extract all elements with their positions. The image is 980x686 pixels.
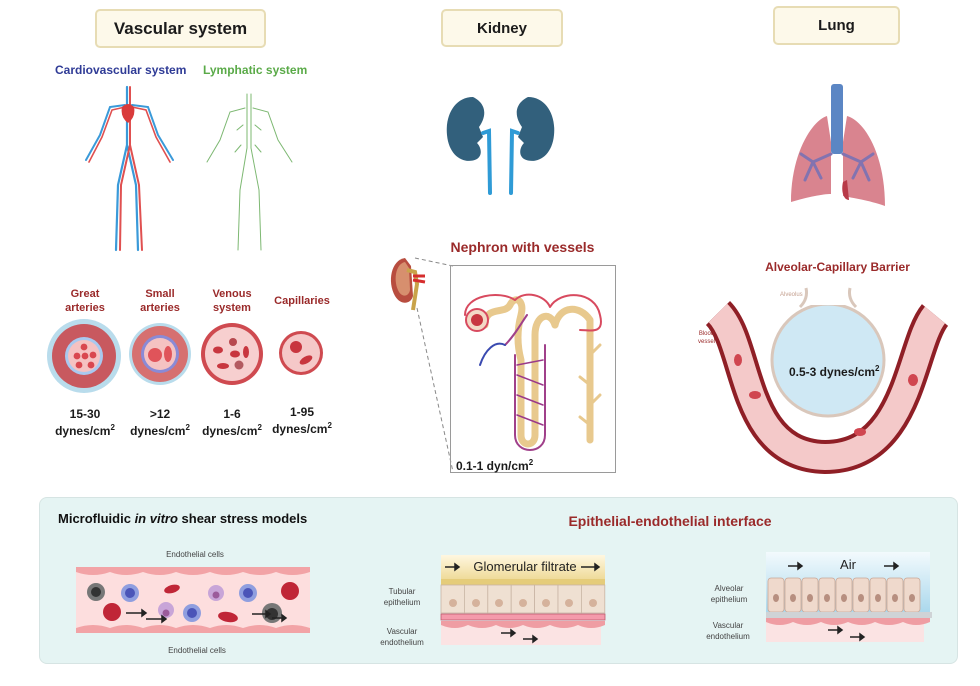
alveolus-label: Alveolus xyxy=(780,292,803,298)
blood-vessel-label-line2: vessel xyxy=(698,339,716,345)
alveolar-capillary-diagram xyxy=(704,285,950,475)
capillaries-label-line1: Capillaries xyxy=(274,295,330,307)
kidney-vascular-endothelium-label: Vascular endothelium xyxy=(369,626,435,648)
lung-title: Lung xyxy=(818,17,855,34)
glomerular-filtrate-label: Glomerular filtrate xyxy=(473,559,577,574)
nephron-diagram xyxy=(464,293,602,451)
great-arteries-label-line1: Great xyxy=(70,288,100,300)
nephron-shear-value: 0.1-1 dyn/cm2 xyxy=(456,456,533,473)
tubular-epithelium-line2: epithelium xyxy=(383,598,421,607)
alveolar-shear-value: 0.5-3 dynes/cm2 xyxy=(789,362,880,379)
lymphatic-body-figure xyxy=(206,93,293,251)
small-arteries-shear-unit: dynes/cm2 xyxy=(120,421,200,438)
lungs-icon xyxy=(791,84,885,206)
vascular-endothelium-line1: Vascular xyxy=(712,621,744,630)
unit-text: dynes/cm xyxy=(130,424,186,438)
vascular-endothelium-line1: Vascular xyxy=(386,627,418,636)
capillaries-shear-unit: dynes/cm2 xyxy=(262,419,342,436)
alveolar-epithelium-line2: epithelium xyxy=(710,595,748,604)
tubular-epithelium-line1: Tubular xyxy=(388,587,416,596)
blood-vessel-label: Blood vessel xyxy=(698,330,715,346)
microfluidic-vessel-channel xyxy=(76,567,310,633)
unit-text: dynes/cm xyxy=(272,422,328,436)
capillary-cross-section xyxy=(279,331,323,375)
great-arteries-shear-unit: dynes/cm2 xyxy=(45,421,125,438)
capillaries-shear-value: 1-95 dynes/cm2 xyxy=(262,405,342,436)
vascular-endothelium-line2: endothelium xyxy=(380,638,424,647)
alveolar-shear-text: 0.5-3 dynes/cm xyxy=(789,365,876,379)
unit-exponent: 2 xyxy=(528,458,534,467)
microfluidic-title-pre: Microfluidic xyxy=(58,511,135,526)
nephron-title: Nephron with vessels xyxy=(450,239,595,255)
tubular-epithelium-label: Tubular epithelium xyxy=(372,586,432,608)
epithelial-endothelial-interface-title: Epithelial-endothelial interface xyxy=(568,513,772,529)
venous-shear-value: 1-6 dynes/cm2 xyxy=(192,407,272,438)
alveolar-capillary-barrier-title: Alveolar-Capillary Barrier xyxy=(765,260,910,274)
unit-exponent: 2 xyxy=(327,421,332,430)
small-arteries-shear-number: >12 xyxy=(149,407,171,421)
unit-text: dynes/cm xyxy=(55,424,111,438)
microfluidic-title-italic: in vitro xyxy=(134,511,178,526)
venous-system-label-line1: Venous xyxy=(212,288,252,300)
kidney-title: Kidney xyxy=(476,19,527,37)
venous-cross-section xyxy=(201,323,263,385)
venous-system-label-line2: system xyxy=(213,302,251,314)
small-artery-cross-section xyxy=(129,323,191,385)
kidney-section-icon xyxy=(390,258,426,311)
great-arteries-shear-value: 15-30 dynes/cm2 xyxy=(45,407,125,438)
nephron-diagram-frame xyxy=(450,265,616,473)
air-label: Air xyxy=(840,557,856,572)
endothelial-cells-bottom-label: Endothelial cells xyxy=(168,646,226,655)
venous-shear-number: 1-6 xyxy=(223,407,241,421)
unit-text: dynes/cm xyxy=(202,424,258,438)
small-arteries-shear-value: >12 dynes/cm2 xyxy=(120,407,200,438)
lung-interface-model xyxy=(766,552,932,642)
great-artery-cross-section xyxy=(47,319,121,393)
unit-exponent: 2 xyxy=(875,364,880,373)
nephron-shear-text: 0.1-1 dyn/cm xyxy=(456,459,529,473)
unit-exponent: 2 xyxy=(185,423,190,432)
lung-title-box: Lung xyxy=(773,6,900,45)
capillaries-label: Capillaries xyxy=(268,294,336,308)
cardiovascular-system-label: Cardiovascular system xyxy=(55,63,187,77)
small-arteries-label-line1: Small xyxy=(145,288,175,300)
alveolar-epithelium-line1: Alveolar xyxy=(714,584,744,593)
great-arteries-shear-number: 15-30 xyxy=(69,407,101,421)
endothelial-cells-top-label: Endothelial cells xyxy=(166,550,224,559)
microfluidic-title: Microfluidic in vitro shear stress model… xyxy=(58,511,307,526)
capillaries-shear-number: 1-95 xyxy=(289,405,315,419)
great-arteries-label-line2: arteries xyxy=(65,302,105,314)
cardiovascular-body-figure xyxy=(85,85,174,252)
vascular-system-title-box: Vascular system xyxy=(95,9,266,48)
zoom-connector-lines xyxy=(414,257,454,473)
unit-exponent: 2 xyxy=(110,423,115,432)
microfluidic-title-post: shear stress models xyxy=(177,511,308,526)
venous-shear-unit: dynes/cm2 xyxy=(192,421,272,438)
small-arteries-label: Small arteries xyxy=(130,287,190,315)
venous-system-label: Venous system xyxy=(202,287,262,315)
kidneys-icon xyxy=(446,97,555,195)
great-arteries-label: Great arteries xyxy=(55,287,115,315)
blood-vessel-label-line1: Blood xyxy=(698,331,715,337)
lung-vascular-endothelium-label: Vascular endothelium xyxy=(695,620,761,642)
vascular-endothelium-line2: endothelium xyxy=(706,632,750,641)
unit-exponent: 2 xyxy=(257,423,262,432)
alveolar-epithelium-label: Alveolar epithelium xyxy=(699,583,759,605)
vascular-system-title: Vascular system xyxy=(113,18,248,38)
small-arteries-label-line2: arteries xyxy=(140,302,180,314)
kidney-interface-model xyxy=(440,555,606,645)
kidney-title-box: Kidney xyxy=(441,9,563,47)
lymphatic-system-label: Lymphatic system xyxy=(203,63,308,77)
